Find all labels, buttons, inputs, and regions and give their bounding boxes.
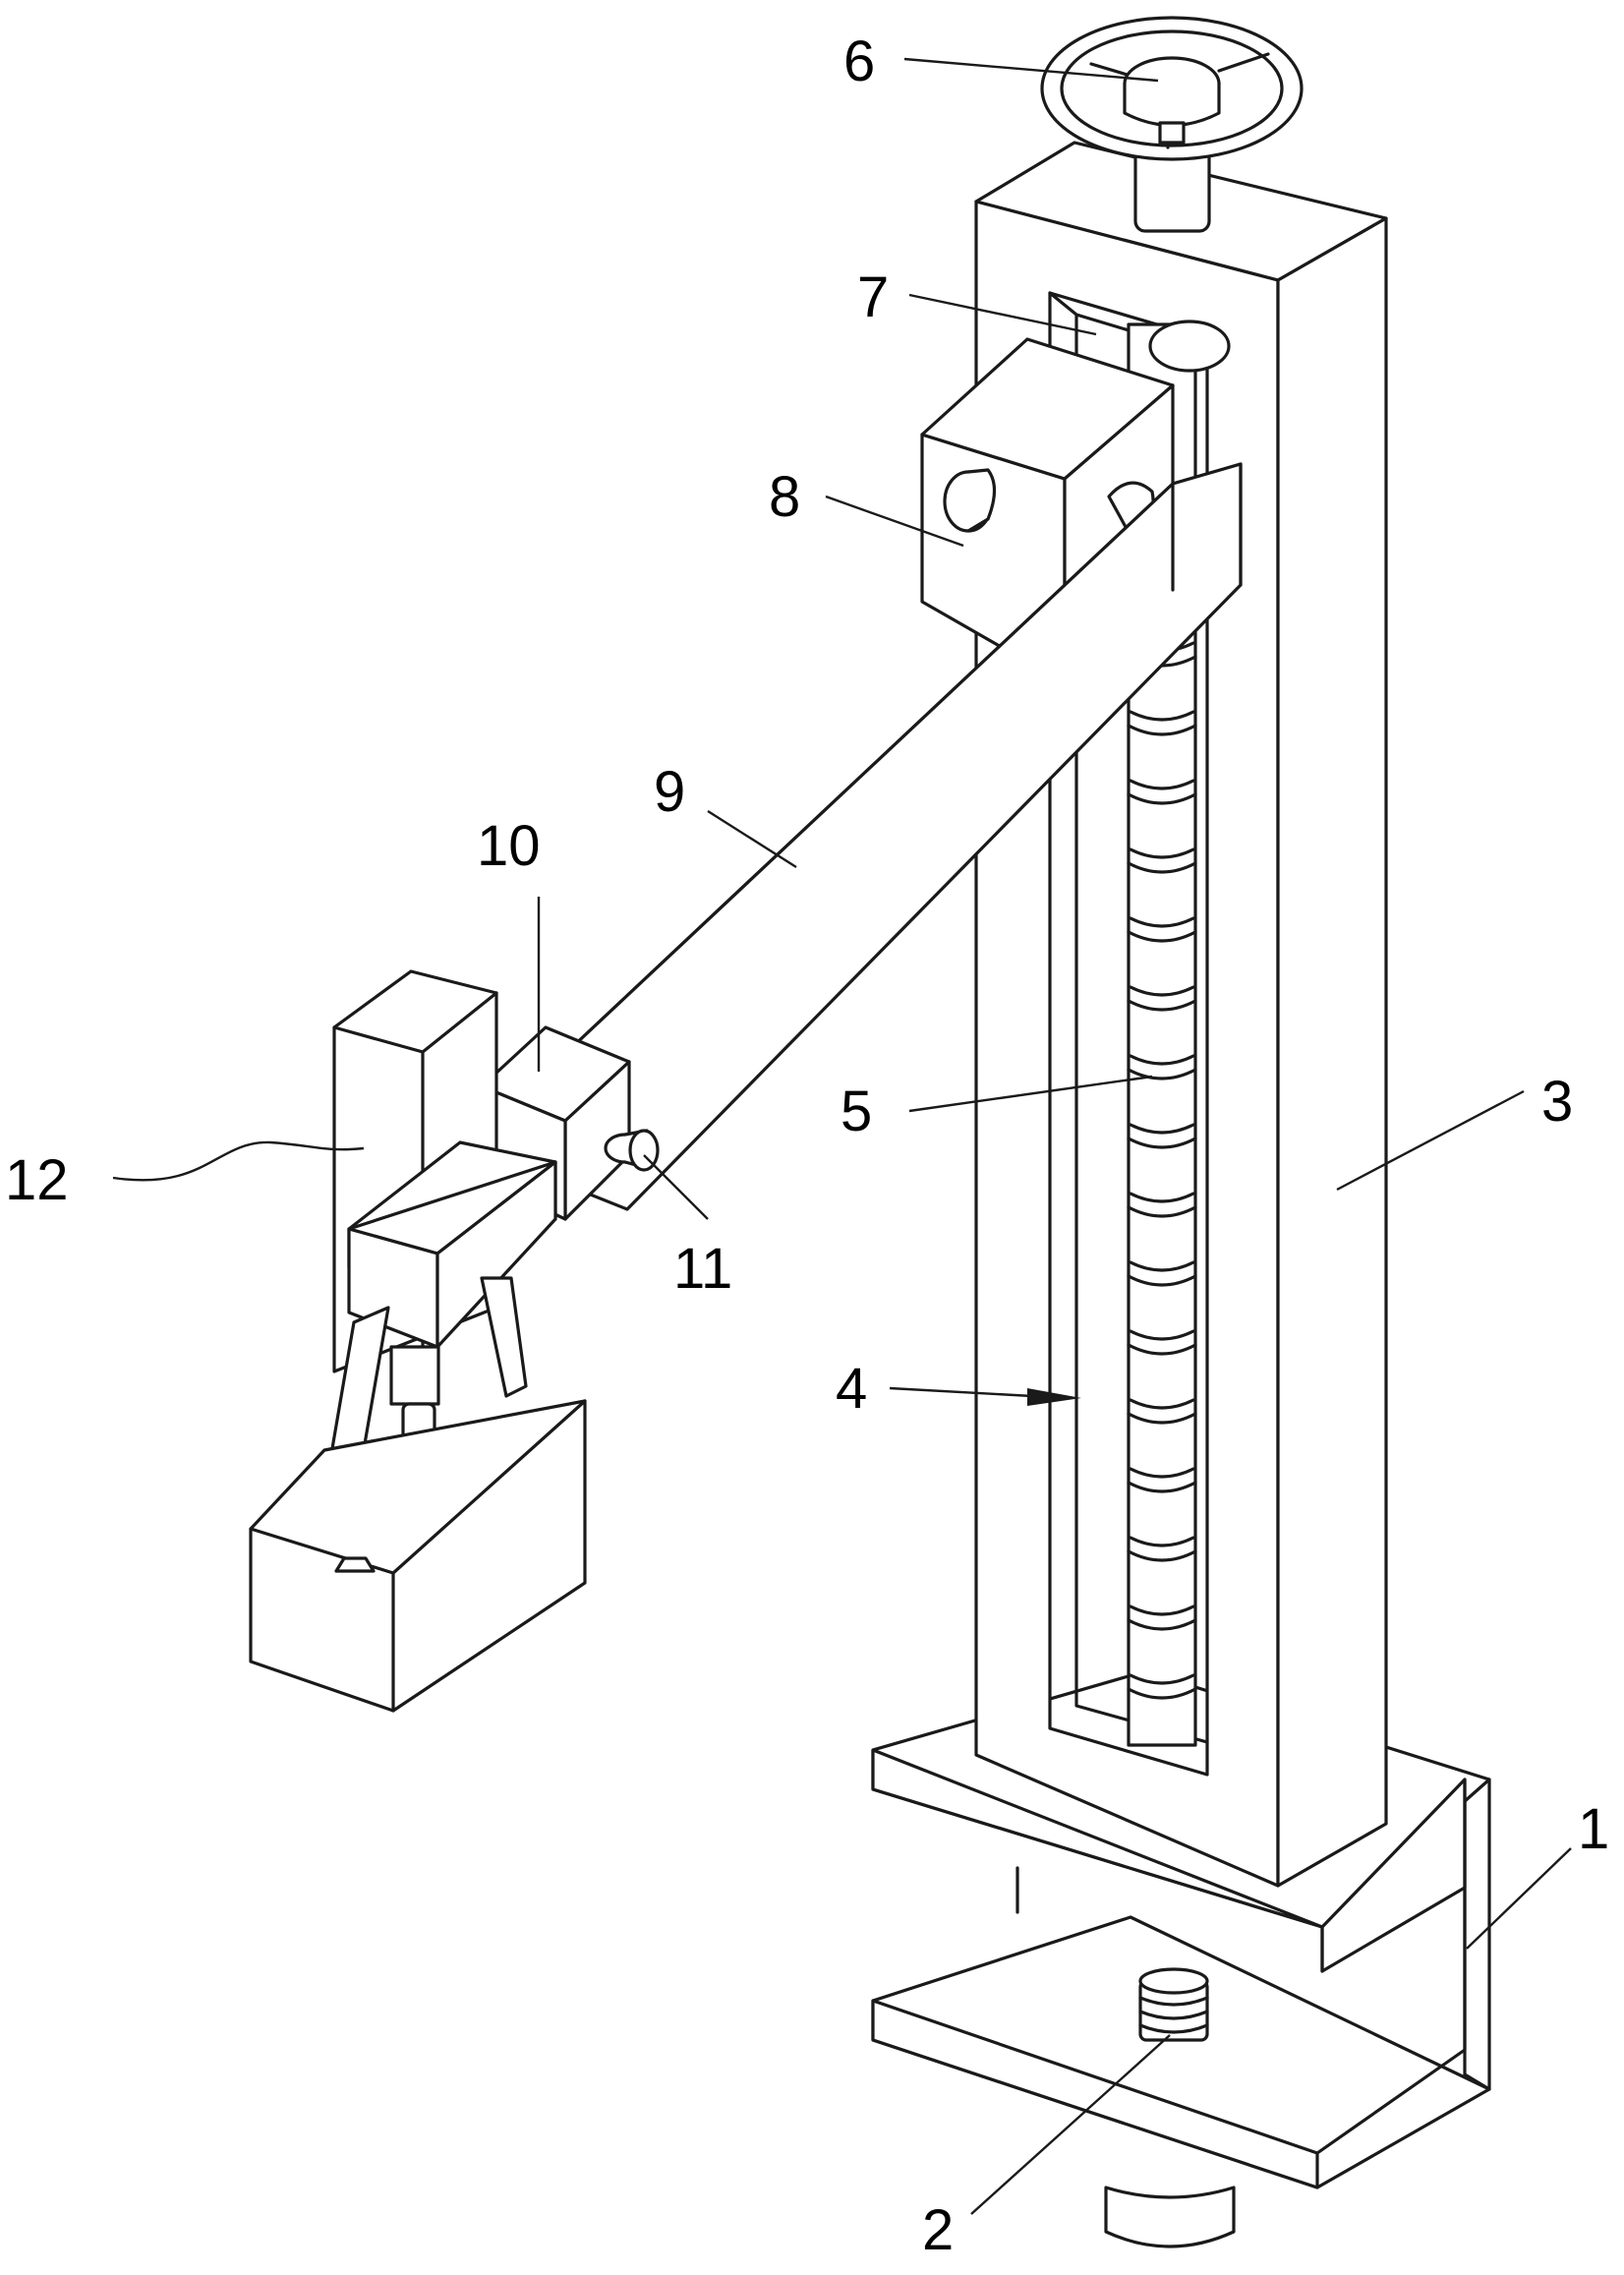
thread-ring [1127, 1673, 1197, 1700]
label-9: 9 [654, 760, 685, 824]
leader-11 [643, 1154, 709, 1220]
leader-9 [707, 809, 797, 869]
clamp-screw [1104, 1967, 1236, 2248]
leader-2 [970, 2034, 1171, 2215]
label-3: 3 [1541, 1070, 1573, 1134]
tool-head [249, 969, 587, 1713]
thread-ring [1127, 1123, 1197, 1149]
thread-ring [1127, 1054, 1197, 1080]
clamp-base [871, 1669, 1491, 2189]
label-10: 10 [477, 814, 541, 878]
thread-ring [1127, 1467, 1197, 1493]
thread-ring [1127, 847, 1197, 874]
label-1: 1 [1578, 1797, 1609, 1861]
label-4: 4 [836, 1357, 867, 1421]
leader-4 [889, 1386, 1033, 1398]
label-12: 12 [5, 1148, 69, 1212]
leader-lines [112, 57, 1572, 2215]
screw-threads [1127, 641, 1197, 1700]
leader-7 [908, 293, 1097, 336]
pointer-4 [1027, 1388, 1081, 1406]
label-6: 6 [843, 29, 875, 93]
thread-ring [1127, 1329, 1197, 1356]
leader-6 [903, 57, 1159, 83]
thread-ring [1127, 1192, 1197, 1218]
label-8: 8 [769, 465, 800, 529]
thread-ring [1127, 779, 1197, 805]
label-7: 7 [857, 265, 889, 329]
leader-12 [112, 1140, 365, 1182]
leader-8 [825, 495, 964, 548]
thread-ring [1127, 710, 1197, 736]
thread-ring [1127, 1260, 1197, 1287]
thread-ring [1127, 1604, 1197, 1631]
thread-ring [1127, 1398, 1197, 1425]
label-2: 2 [922, 2198, 954, 2262]
label-11: 11 [673, 1237, 732, 1301]
thread-ring [1127, 916, 1197, 943]
handwheel [1040, 16, 1304, 233]
thread-ring [1127, 1536, 1197, 1562]
leader-5 [908, 1075, 1153, 1113]
leader-1 [1466, 1847, 1572, 1950]
thread-ring [1127, 985, 1197, 1012]
label-5: 5 [841, 1079, 872, 1143]
part-labels: 6 7 8 9 10 12 11 5 3 4 1 2 [5, 29, 1609, 2262]
leader-3 [1336, 1089, 1525, 1192]
